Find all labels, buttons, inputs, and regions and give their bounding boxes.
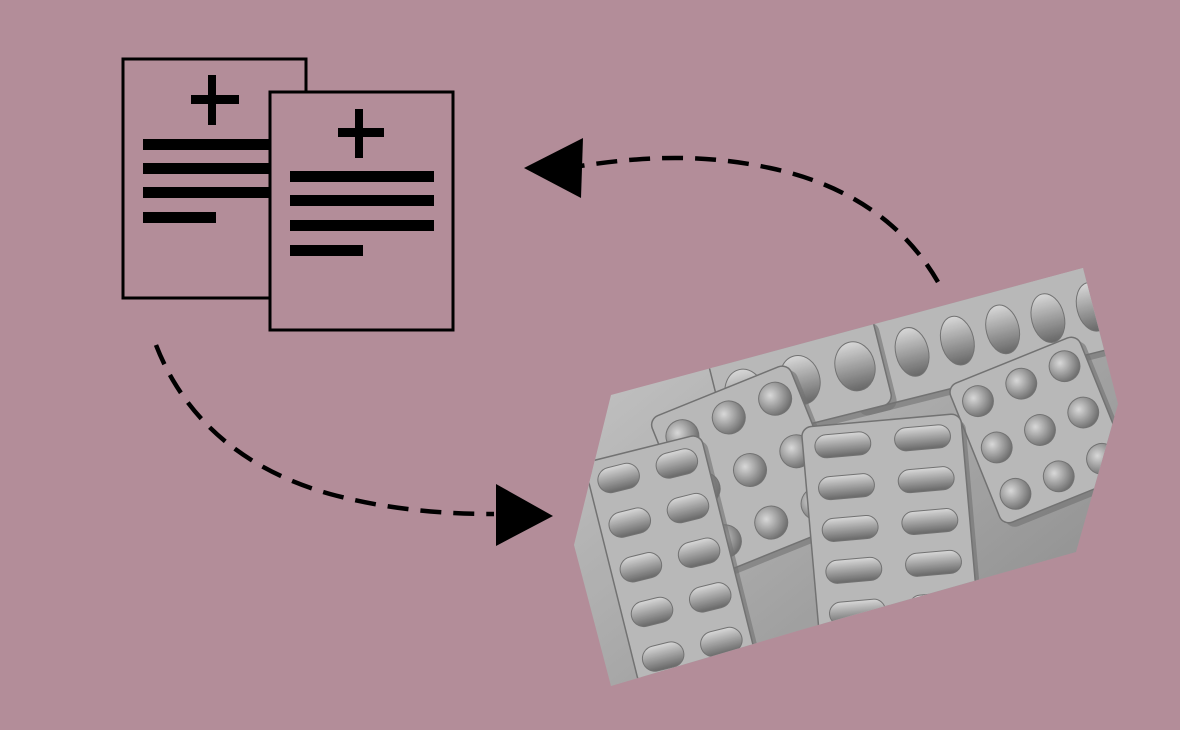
blister-pack-tablets-right	[949, 336, 1118, 527]
blister-pack-left	[585, 435, 760, 686]
arrow-to-pills-icon	[153, 344, 553, 546]
front-medical-document-icon	[268, 90, 455, 332]
arrow-to-documents-icon	[524, 138, 940, 284]
